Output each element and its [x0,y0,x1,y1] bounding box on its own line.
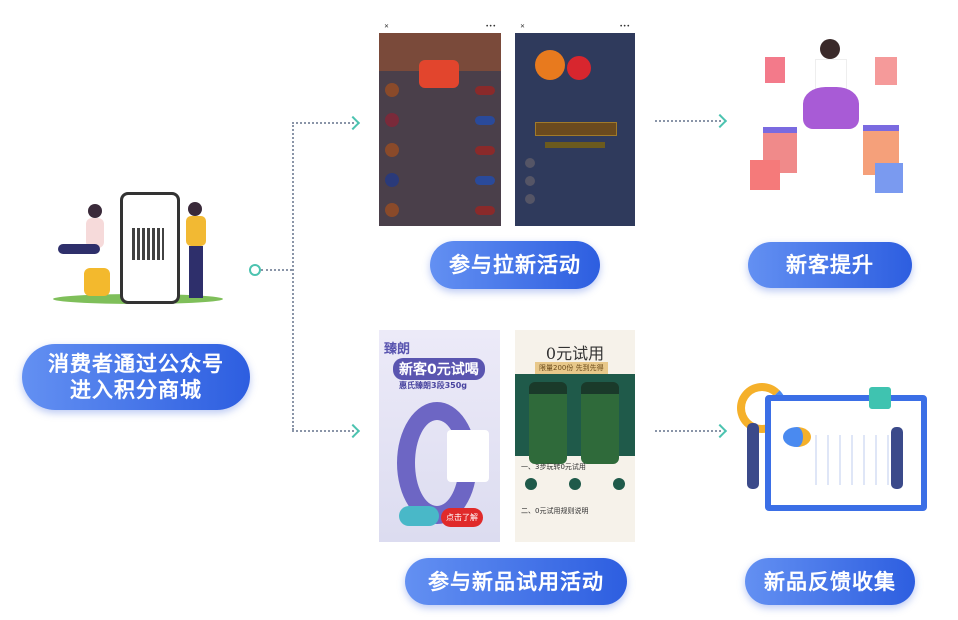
close-icon: ✕ [384,23,390,30]
connector-line [261,269,292,271]
screen-header: ✕ ••• [379,20,501,33]
arrow-icon [345,115,361,131]
product-bottle [529,382,567,464]
product-bottle [581,382,619,464]
new-customer-label: 新客提升 [786,253,874,277]
recruit-screen-2: ✕ ••• [515,20,635,226]
headline: 新客0元试喝 [393,358,485,380]
connector-start-node [249,264,261,276]
trial-banner: 限量200份 先到先得 [535,362,608,374]
trial-screen-supplement: 0元试用 限量200份 先到先得 一、3步玩转0元试用 二、0元试用规则说明 [515,330,635,542]
qr-code-icon [132,228,164,260]
product-label: 惠氏臻朗3段350g [399,381,467,390]
recruit-screen-1: ✕ ••• [379,20,501,226]
feedback-label: 新品反馈收集 [764,569,896,594]
recruit-label: 参与拉新活动 [449,253,581,277]
step-entry-pill: 消费者通过公众号 进入积分商城 [22,344,250,410]
connector-line [292,122,294,430]
trial-title: 0元试用 [545,344,605,363]
qr-scan-illustration [48,188,228,306]
step-trial-pill: 参与新品试用活动 [405,558,627,605]
feedback-dashboard-illustration [725,375,927,517]
section-2-title: 二、0元试用规则说明 [521,507,589,515]
more-icon: ••• [619,23,630,30]
connector-line [655,120,721,122]
step-new-customer-pill: 新客提升 [748,242,912,288]
arrow-icon [345,423,361,439]
shopping-bag-icon [869,387,891,409]
entry-line1: 消费者通过公众号 [48,352,224,376]
shopping-girl-illustration [745,35,910,197]
red-envelope-icon [419,60,459,88]
connector-line [292,430,354,432]
connector-line [655,430,721,432]
trial-screen-milk: 臻朗 新客0元试喝 惠氏臻朗3段350g 点击了解 [379,330,500,542]
close-icon: ✕ [520,23,526,30]
arrow-icon [712,113,728,129]
more-icon: ••• [485,23,496,30]
section-1-title: 一、3步玩转0元试用 [521,463,586,471]
step-feedback-pill: 新品反馈收集 [745,558,915,605]
entry-line2: 进入积分商城 [70,378,202,402]
learn-more-button[interactable]: 点击了解 [441,508,483,527]
connector-line [292,122,354,124]
trial-label: 参与新品试用活动 [428,569,604,594]
step-recruit-pill: 参与拉新活动 [430,241,600,289]
brand-label: 臻朗 [384,342,411,357]
screen-header: ✕ ••• [515,20,635,33]
